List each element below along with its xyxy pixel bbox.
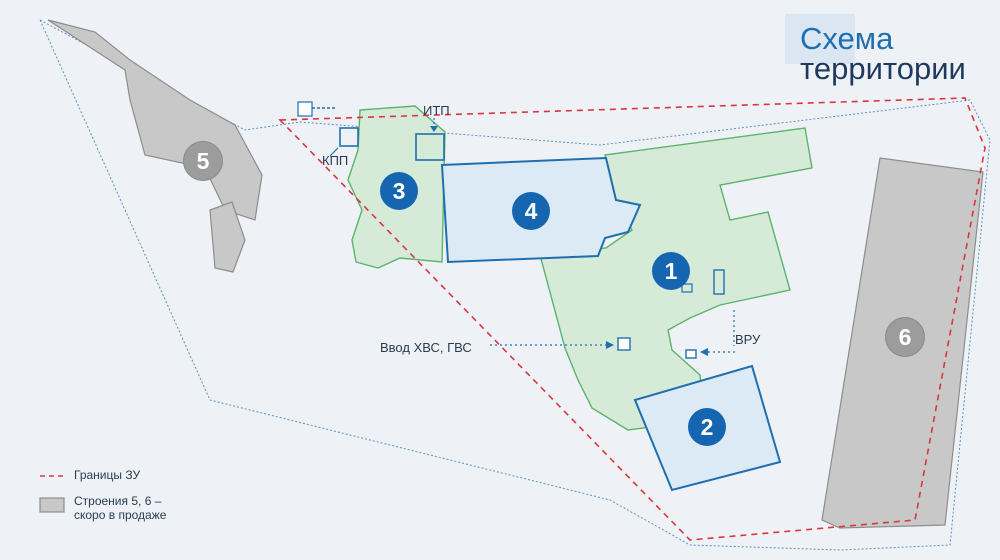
building-5-wing [209,201,246,273]
building-3-badge[interactable]: 3 [380,172,418,210]
map-title: Схема территории [800,21,985,86]
gate-icon [297,101,336,117]
land-boundary [278,97,986,541]
vru-box[interactable] [685,349,697,359]
kpp-pointer [329,147,339,157]
legend-soon-text-2: скоро в продаже [74,508,167,522]
building-6-badge[interactable]: 6 [885,317,925,357]
legend-soon: Строения 5, 6 – скоро в продаже [40,494,166,522]
vru-arrow [700,348,708,356]
title-line-1: Схема [800,21,894,56]
legend-boundary-text: Границы ЗУ [74,468,141,482]
kpp-label: КПП [322,153,349,168]
itp-arrow [430,126,438,132]
building-5-shape[interactable] [47,19,263,221]
legend: Границы ЗУ Строения 5, 6 – скоро в прода… [40,468,166,534]
building-4-badge[interactable]: 4 [512,192,550,230]
title-decor [785,14,855,64]
legend-soon-mark [39,497,65,513]
legend-soon-text-1: Строения 5, 6 – [74,494,162,508]
water-input-label: Ввод ХВС, ГВС [380,340,472,355]
equipment-box [713,269,725,295]
legend-boundary: Границы ЗУ [40,468,166,482]
building-2-badge[interactable]: 2 [688,408,726,446]
building-1-badge[interactable]: 1 [652,252,690,290]
kpp-box[interactable] [339,127,359,147]
vru-label: ВРУ [735,332,761,347]
water-input-box[interactable] [617,337,631,351]
equipment-box-2 [681,283,693,293]
title-line-2: территории [800,51,966,86]
water-input-arrow [606,341,614,349]
itp-label: ИТП [423,103,450,118]
building-5-badge[interactable]: 5 [183,141,223,181]
itp-box[interactable] [415,133,445,161]
